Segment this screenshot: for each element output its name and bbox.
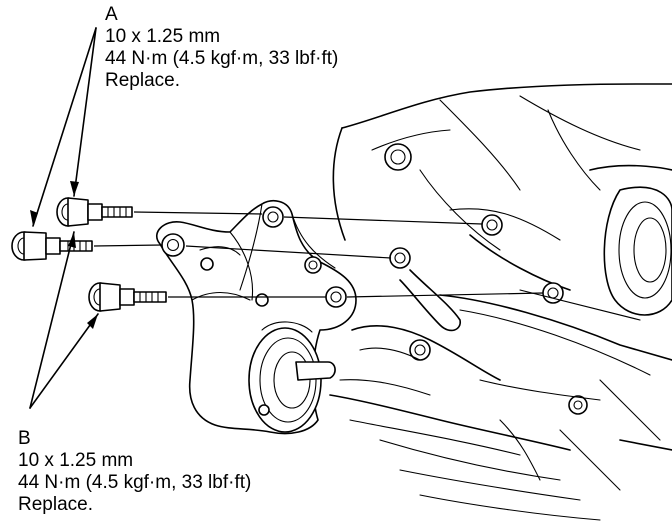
callout-b: B 10 x 1.25 mm 44 N·m (4.5 kgf·m, 33 lbf… (18, 428, 251, 516)
callout-a-size: 10 x 1.25 mm (105, 26, 221, 47)
leader-b (29, 231, 99, 409)
bolt-b (88, 282, 167, 312)
callout-b-torque: 44 N·m (4.5 kgf·m, 33 lbf·ft) (18, 472, 252, 493)
callout-b-letter: B (18, 428, 31, 449)
callout-a-note: Replace. (105, 70, 180, 91)
leader-a (30, 27, 97, 227)
mount-bracket (156, 200, 357, 435)
callout-b-note: Replace. (18, 494, 93, 515)
callout-a: A 10 x 1.25 mm 44 N·m (4.5 kgf·m, 33 lbf… (105, 4, 338, 92)
callout-b-size: 10 x 1.25 mm (18, 450, 134, 471)
callout-a-letter: A (105, 4, 118, 25)
alignment-lines (93, 211, 544, 298)
bolt-a-upper (56, 197, 133, 227)
engine-block (329, 83, 672, 521)
callout-a-torque: 44 N·m (4.5 kgf·m, 33 lbf·ft) (105, 48, 339, 69)
bolt-a-lower (11, 231, 93, 261)
